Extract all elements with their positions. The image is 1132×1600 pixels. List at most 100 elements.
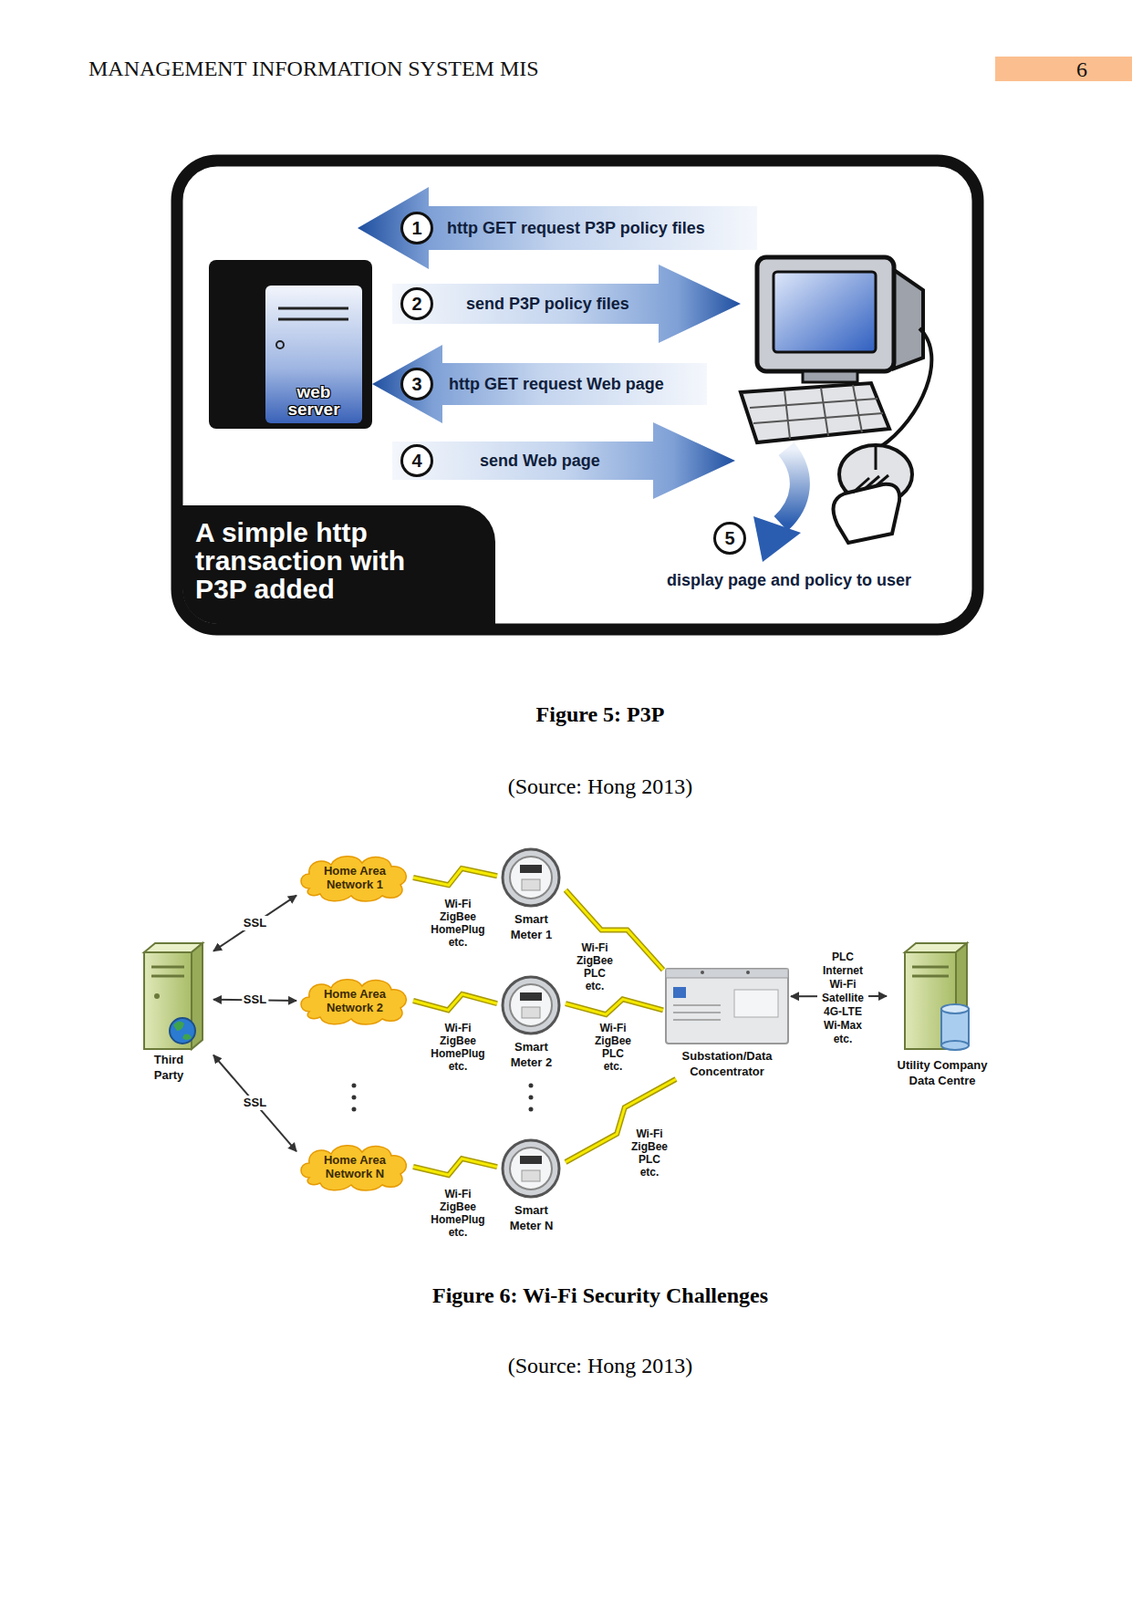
computer-illustration-part	[880, 328, 932, 447]
data-concentrator-device-part	[746, 970, 750, 975]
data-concentrator-device-part	[700, 970, 705, 975]
meter-node: Smart Meter 2	[497, 975, 566, 1070]
continuation-dots-part	[529, 1095, 534, 1101]
step-text: send Web page	[479, 450, 601, 471]
node-label: Utility Company Data Centre	[892, 1057, 993, 1089]
smart-meters-part	[502, 976, 560, 1034]
continuation-dots	[352, 1083, 534, 1112]
callout-number: 2	[400, 287, 434, 321]
third-party-server	[144, 943, 203, 1049]
continuation-dots-part	[529, 1083, 534, 1089]
meter-node: Smart Meter N	[497, 1138, 566, 1234]
edge-label: Wi-Fi ZigBee PLC etc.	[627, 1126, 672, 1180]
continuation-dots-part	[352, 1083, 357, 1089]
flow-arrows-part	[357, 186, 758, 270]
server-tower-part	[278, 307, 349, 311]
cloud-outline	[301, 856, 406, 902]
computer-illustration-part	[820, 387, 829, 437]
continuation-dots-part	[352, 1095, 357, 1101]
utility-server-part	[912, 965, 949, 969]
server-tower	[208, 259, 373, 429]
edge-label: SSL	[241, 1095, 269, 1111]
wireless-link	[413, 994, 498, 1010]
flow-arrows-part	[392, 264, 741, 343]
edge-label: Wi-Fi ZigBee HomePlug etc.	[427, 1020, 489, 1074]
bolt-fill	[413, 868, 498, 885]
computer-illustration-part	[852, 475, 889, 493]
bolt-outline	[413, 868, 498, 885]
data-concentrator-device-part	[673, 1018, 721, 1021]
utility-server-part	[912, 975, 949, 978]
server-tower-part	[265, 285, 363, 424]
page-number-band	[995, 56, 1132, 82]
node-label: Home Area Network 1	[314, 863, 395, 892]
computer-illustration-part	[773, 271, 876, 353]
node-label: Smart Meter 1	[504, 911, 560, 943]
computer-illustration-part	[874, 445, 878, 470]
callout-number: 1	[400, 211, 434, 245]
edge-label: Wi-Fi ZigBee PLC etc.	[591, 1020, 635, 1074]
edge-label: Wi-Fi ZigBee PLC etc.	[572, 940, 617, 994]
utility-server-part	[941, 1004, 969, 1014]
node-label: A simple http transaction with P3P added	[195, 518, 407, 603]
edge-label: PLC Internet Wi-Fi Satellite 4G-LTE Wi-M…	[817, 949, 869, 1048]
flow-arrows-part	[372, 344, 707, 424]
continuation-dots-part	[529, 1107, 534, 1112]
ssl-connector	[213, 1055, 297, 1153]
connector-line	[213, 895, 297, 952]
title-band: A simple http transaction with P3P added	[182, 505, 496, 624]
third-party-server-part	[169, 1017, 196, 1044]
step-text: http GET request Web page	[448, 373, 665, 395]
node-label: Smart Meter N	[504, 1202, 560, 1234]
figure-source: (Source: Hong 2013)	[508, 1353, 694, 1379]
smart-meters-part	[502, 1140, 560, 1197]
computer-illustration-part	[784, 390, 790, 439]
server-panel: web server	[265, 285, 363, 424]
node-label: web server	[277, 383, 351, 418]
utility-server	[904, 943, 969, 1050]
step-text: display page and policy to user	[666, 570, 912, 591]
bolt-fill	[413, 1158, 498, 1175]
network-cloud: Home Area Network 1	[296, 851, 414, 904]
flow-arrows-part	[392, 422, 736, 499]
edge-label: Wi-Fi ZigBee HomePlug etc.	[427, 1186, 489, 1240]
cloud-outline	[301, 1145, 406, 1191]
meter-node: Smart Meter 1	[497, 847, 566, 943]
edge-label: SSL	[241, 992, 269, 1008]
data-concentrator-device	[665, 968, 789, 1044]
page-number: 6	[1076, 57, 1088, 83]
smart-meters-part	[502, 849, 560, 906]
network-cloud: Home Area Network 2	[296, 975, 414, 1027]
server-tower-part	[208, 259, 373, 429]
computer-illustration-part	[757, 257, 894, 372]
connector-line	[213, 1055, 297, 1153]
server-tower-part	[278, 318, 349, 322]
node-label: Home Area Network 2	[314, 986, 395, 1015]
data-centre-node: Utility Company Data Centre	[886, 944, 998, 1089]
third-party-server-part	[151, 965, 185, 969]
figure-source: (Source: Hong 2013)	[508, 774, 694, 800]
running-header: MANAGEMENT INFORMATION SYSTEM MIS	[88, 56, 540, 82]
computer-illustration-part	[740, 383, 890, 443]
server-node: Third Party	[124, 944, 214, 1083]
node-label: Home Area Network N	[314, 1152, 395, 1181]
callout-number: 3	[400, 367, 434, 401]
data-concentrator-device-part	[665, 968, 789, 1044]
edge-label: SSL	[241, 915, 269, 931]
wireless-link	[413, 1158, 498, 1175]
third-party-server-part	[144, 952, 192, 1049]
computer-illustration-part	[833, 484, 901, 543]
data-concentrator-device-part	[673, 1004, 721, 1007]
node-label: Third Party	[145, 1051, 193, 1083]
data-concentrator-device-part	[665, 968, 789, 978]
figure-caption: Figure 6: Wi-Fi Security Challenges	[432, 1283, 769, 1309]
bolt-fill	[565, 998, 664, 1015]
node-label: Substation/Data Concentrator	[667, 1048, 787, 1080]
bolt-outline	[413, 994, 498, 1010]
step-text: http GET request P3P policy files	[446, 218, 706, 239]
server-tower-part	[276, 341, 284, 349]
flow-arrows-part	[753, 516, 801, 562]
computer-illustration	[740, 257, 932, 543]
